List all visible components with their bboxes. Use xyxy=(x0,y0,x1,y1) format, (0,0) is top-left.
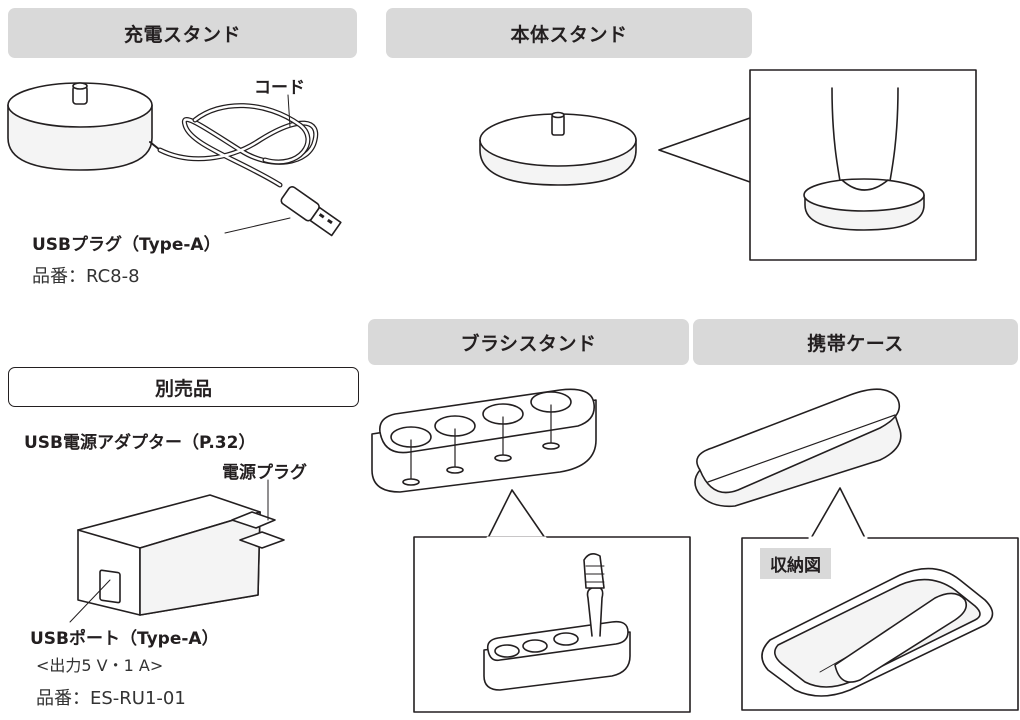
cord-label: コード xyxy=(254,78,305,98)
adapter-output: <出力5 V・1 A> xyxy=(36,656,164,675)
usb-adapter-illustration xyxy=(69,479,285,623)
travel-case-illustration xyxy=(694,388,1019,711)
brush-stand-title: ブラシスタンド xyxy=(460,332,597,355)
body-stand-title: 本体スタンド xyxy=(510,23,628,46)
brush-stand-illustration xyxy=(371,388,691,713)
sold-separately-header: 別売品 xyxy=(8,367,359,407)
brush-stand-header: ブラシスタンド xyxy=(368,319,689,365)
charging-stand-illustration xyxy=(7,82,342,237)
body-stand-header: 本体スタンド xyxy=(386,8,752,58)
usb-port-label: USBポート（Type-A） xyxy=(30,629,219,649)
power-plug-label: 電源プラグ xyxy=(222,463,307,483)
storage-diagram-label: 収納図 xyxy=(760,548,831,579)
adapter-title: USB電源アダプター（P.32） xyxy=(24,433,256,453)
sold-separately-title: 別売品 xyxy=(154,377,212,400)
adapter-part-number: 品番：ES-RU1-01 xyxy=(36,688,186,709)
travel-case-title: 携帯ケース xyxy=(807,332,904,355)
charging-part-number: 品番：RC8-8 xyxy=(32,266,140,287)
travel-case-header: 携帯ケース xyxy=(693,319,1018,365)
charging-stand-header: 充電スタンド xyxy=(8,8,357,58)
body-stand-illustration xyxy=(479,69,977,261)
usb-plug-label: USBプラグ（Type-A） xyxy=(32,235,221,255)
charging-stand-title: 充電スタンド xyxy=(123,23,241,46)
